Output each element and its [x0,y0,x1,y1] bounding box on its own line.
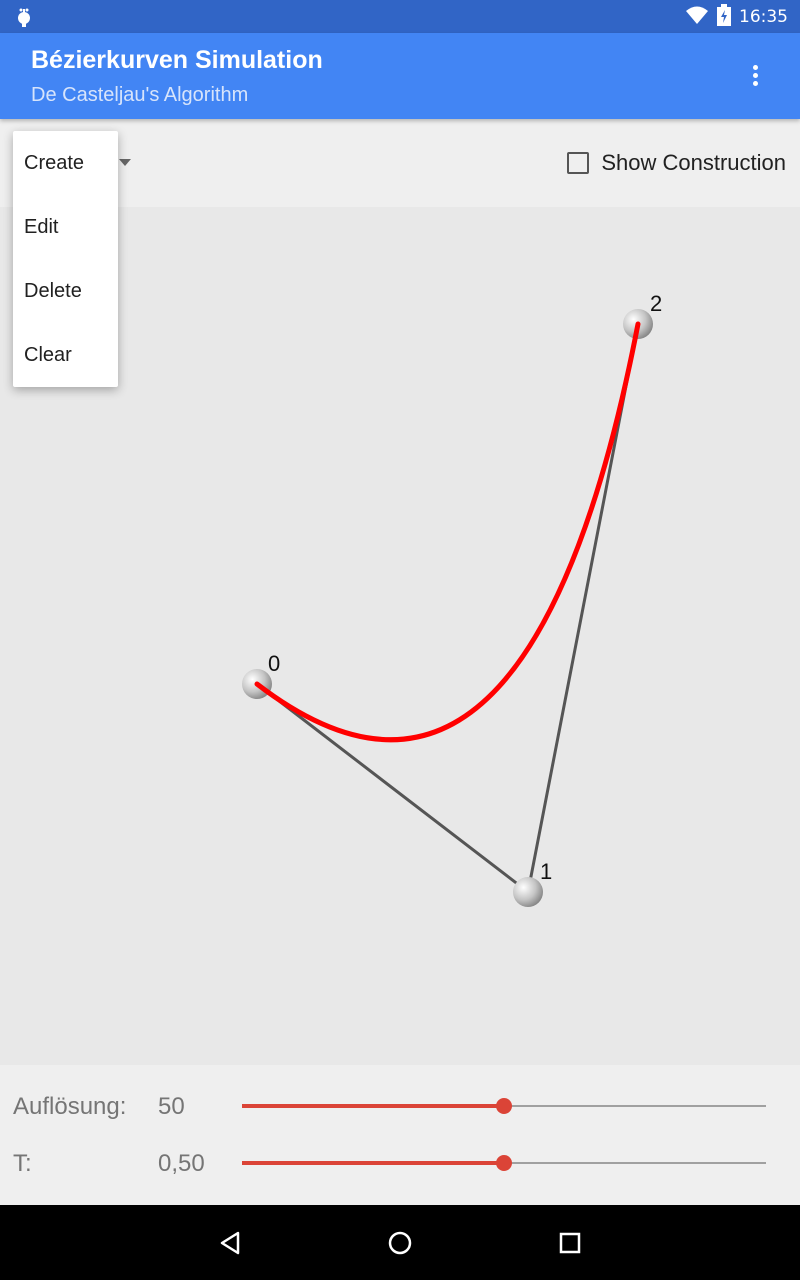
back-icon[interactable] [216,1229,244,1257]
t-value: 0,50 [158,1150,205,1177]
dropdown-arrow-icon[interactable] [119,159,131,166]
wifi-icon [685,5,709,29]
recents-icon[interactable] [556,1229,584,1257]
menu-item-edit[interactable]: Edit [24,216,59,238]
show-construction-checkbox[interactable]: Show Construction [567,150,786,176]
control-polygon [256,323,640,895]
control-point-1[interactable] [513,877,543,907]
app-bar: Bézierkurven Simulation De Casteljau's A… [0,33,800,119]
control-point-label-2: 2 [650,291,662,316]
more-vert-icon[interactable] [750,65,760,89]
bezier-canvas[interactable]: 0 1 2 [0,207,800,1065]
battery-charging-icon [717,3,731,30]
status-bar: 16:35 [0,0,800,33]
controls-panel: Auflösung: 50 T: 0,50 [0,1065,800,1205]
menu-item-clear[interactable]: Clear [24,344,72,366]
checkbox-box[interactable] [567,152,590,174]
home-icon[interactable] [386,1229,414,1257]
bezier-curve [254,321,641,743]
app-subtitle: De Casteljau's Algorithm [31,84,249,106]
resolution-label: Auflösung: [13,1093,127,1120]
slider-thumb[interactable] [496,1155,512,1171]
menu-item-delete[interactable]: Delete [24,280,82,302]
t-label: T: [13,1150,32,1177]
menu-item-create[interactable]: Create [24,152,85,174]
show-construction-label: Show Construction [601,150,786,175]
control-point-label-0: 0 [268,651,280,676]
status-time: 16:35 [739,6,788,27]
app-title: Bézierkurven Simulation [31,46,323,74]
toolbar: Show Construction [0,119,800,207]
control-point-label-1: 1 [540,859,552,884]
t-slider[interactable] [242,1153,766,1173]
resolution-slider[interactable] [242,1096,766,1116]
resolution-value: 50 [158,1093,185,1120]
slider-fill [242,1104,504,1108]
slider-fill [242,1161,504,1165]
slider-thumb[interactable] [496,1098,512,1114]
mode-popup-menu: Create Edit Delete Clear [13,131,118,387]
android-debug-icon [14,6,34,32]
navigation-bar [0,1205,800,1280]
